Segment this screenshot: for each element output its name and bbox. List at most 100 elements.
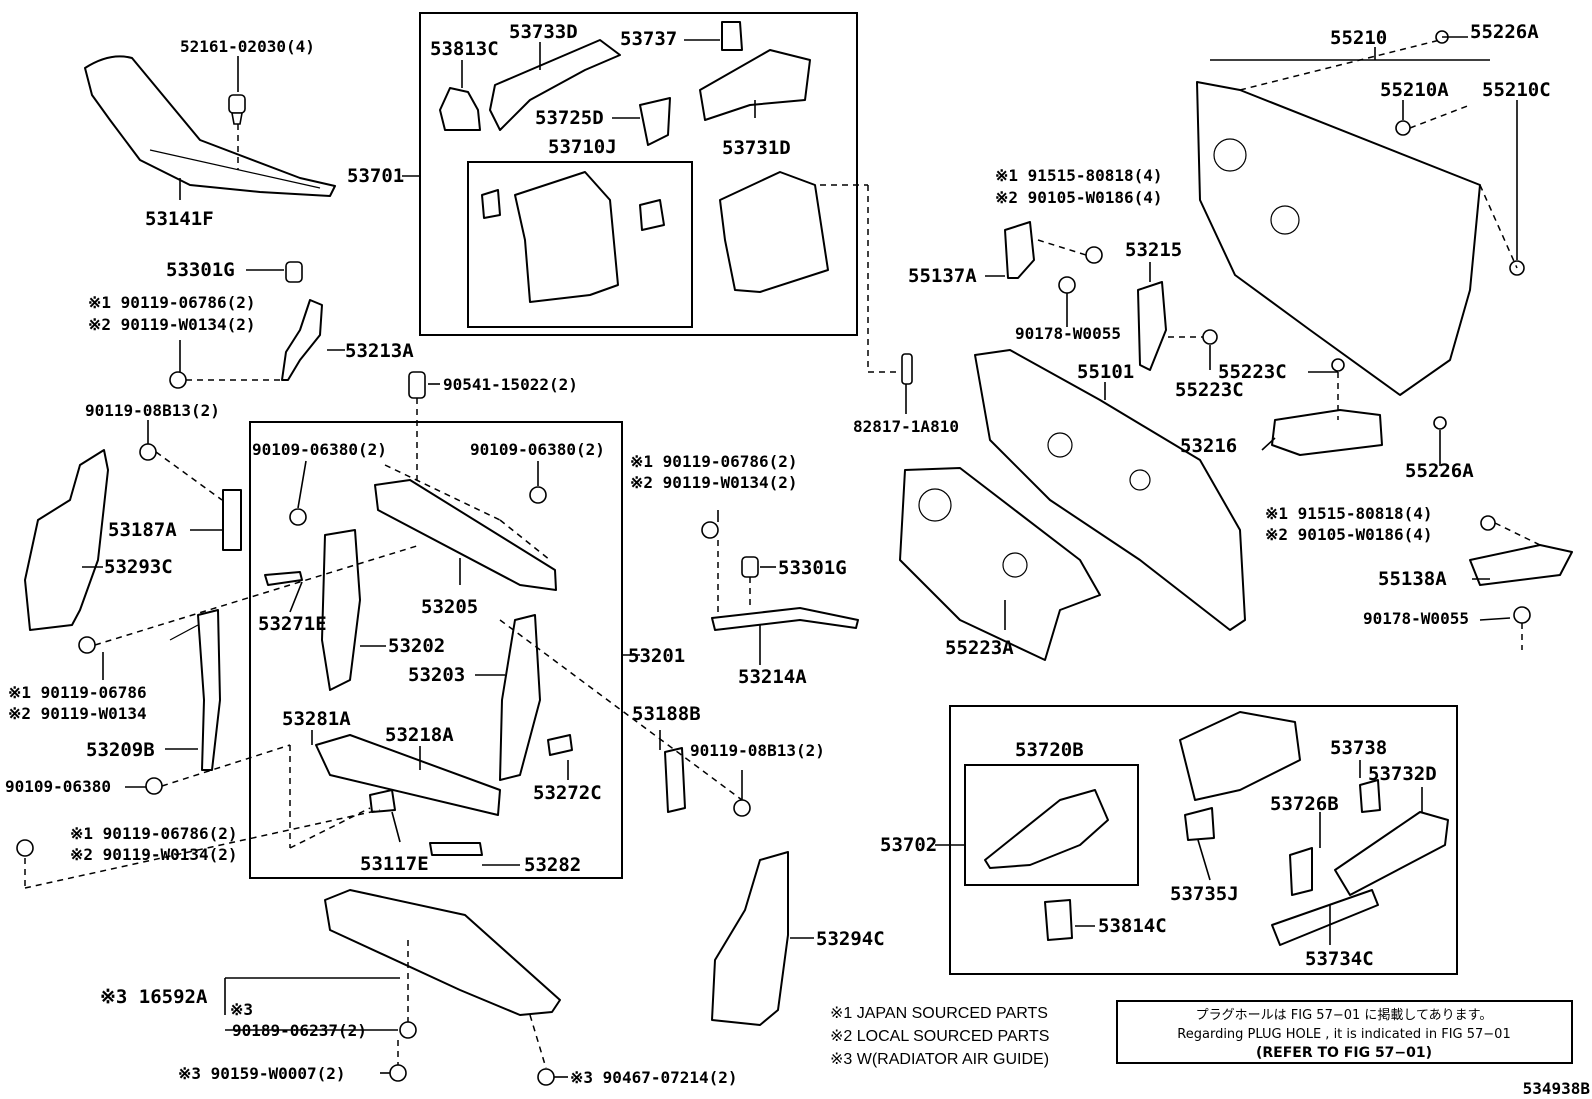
- label-53733D: 53733D: [509, 21, 578, 43]
- label-53720B: 53720B: [1015, 739, 1084, 761]
- label-53737: 53737: [620, 28, 677, 50]
- label-90189-mark: ※3: [230, 1000, 253, 1019]
- label-53203: 53203: [408, 664, 465, 686]
- label-53294C: 53294C: [816, 928, 885, 950]
- subgroup-box-53710J: [467, 161, 693, 328]
- pillar-53209B-illustration: [169, 609, 221, 771]
- label-53141F: 53141F: [145, 208, 214, 230]
- label-90119-06786-a: ※1 90119-06786(2): [88, 293, 256, 312]
- label-53187A: 53187A: [108, 519, 177, 541]
- label-55223C-b: 55223C: [1175, 379, 1244, 401]
- label-53271E: 53271E: [258, 613, 327, 635]
- plug-hole-note: プラグホールは FIG 57−01 に掲載してあります。 Regarding P…: [1177, 1007, 1510, 1061]
- label-53701: 53701: [347, 165, 404, 187]
- label-90119-08B13-a: 90119-08B13(2): [85, 401, 220, 420]
- legend-japan-sourced: ※1 JAPAN SOURCED PARTS: [830, 1005, 1048, 1022]
- bracket-55137A-illustration: [1004, 221, 1103, 294]
- label-90119-W0134-a: ※2 90119-W0134(2): [88, 315, 256, 334]
- label-53726B: 53726B: [1270, 793, 1339, 815]
- subgroup-box-53720B: [964, 764, 1139, 886]
- label-90109-06380-a: 90109-06380(2): [252, 440, 387, 459]
- clip-52161-illustration: [228, 94, 246, 125]
- label-90189-06237: 90189-06237(2): [232, 1021, 367, 1040]
- label-90119-W0134-d: ※2 90119-W0134(2): [630, 473, 798, 492]
- label-90159-W0007: ※3 90159-W0007(2): [178, 1064, 346, 1083]
- part-labels-bottom: ※3 16592A ※3 90189-06237(2) ※3 90159-W00…: [100, 986, 738, 1087]
- label-53117E: 53117E: [360, 853, 429, 875]
- label-53282: 53282: [524, 854, 581, 876]
- label-53710J: 53710J: [548, 136, 617, 158]
- plug-82817-illustration: [901, 353, 913, 385]
- air-guide-16592A-illustration: [324, 889, 561, 1086]
- label-90105-W0186-b: ※2 90105-W0186(4): [1265, 525, 1433, 544]
- group-box-53201: [249, 421, 623, 879]
- label-90119-06786-d: ※1 90119-06786(2): [630, 452, 798, 471]
- label-53725D: 53725D: [535, 107, 604, 129]
- label-53732D: 53732D: [1368, 763, 1437, 785]
- apron-parts-53701-illustration: [439, 21, 829, 303]
- label-90119-08B13-b: 90119-08B13(2): [690, 741, 825, 760]
- label-53209B: 53209B: [86, 739, 155, 761]
- part-labels-center: ※1 90119-06786(2) ※2 90119-W0134(2) 5330…: [630, 452, 885, 950]
- part-labels-53701-group: 53701 53813C 53733D 53737 53725D 53710J …: [347, 21, 791, 187]
- part-labels-53702-group: 53702 53720B 53738 53732D 53726B 53735J …: [880, 737, 1437, 970]
- label-90178-W0055-b: 90178-W0055: [1363, 609, 1469, 628]
- label-16592A: ※3 16592A: [100, 986, 208, 1008]
- guide-53293C-illustration: [24, 449, 242, 631]
- label-91515-80818-a: ※1 91515-80818(4): [995, 166, 1163, 185]
- label-55210: 55210: [1330, 27, 1387, 49]
- panel-53215-illustration: [1137, 281, 1218, 371]
- label-82817-1A810: 82817-1A810: [853, 417, 959, 436]
- label-55226A-a: 55226A: [1470, 21, 1539, 43]
- label-90119-06786-b: ※1 90119-06786: [8, 683, 147, 702]
- label-53214A: 53214A: [738, 666, 807, 688]
- silencer-55223A-illustration: [899, 467, 1101, 661]
- label-52161-02030: 52161-02030(4): [180, 37, 315, 56]
- part-labels-right: 82817-1A810 ※1 91515-80818(4) ※2 90105-W…: [853, 21, 1551, 659]
- brace-53214A-illustration: [711, 607, 859, 631]
- label-90119-06786-c: ※1 90119-06786(2): [70, 824, 238, 843]
- note-reference: (REFER TO FIG 57−01): [1256, 1045, 1432, 1061]
- dash-panel-55101-illustration: [974, 349, 1246, 631]
- cushion-53301G-illustration: [285, 261, 303, 283]
- label-53735J: 53735J: [1170, 883, 1239, 905]
- label-53738: 53738: [1330, 737, 1387, 759]
- label-53205: 53205: [421, 596, 478, 618]
- label-53301G-b: 53301G: [778, 557, 847, 579]
- radiator-support-53201-illustration: [264, 371, 573, 856]
- label-90119-W0134-b: ※2 90119-W0134: [8, 704, 147, 723]
- label-53215: 53215: [1125, 239, 1182, 261]
- label-55210C: 55210C: [1482, 79, 1551, 101]
- label-53731D: 53731D: [722, 137, 791, 159]
- note-box: [1116, 1000, 1573, 1064]
- label-55223C-a: 55223C: [1218, 361, 1287, 383]
- label-55210A: 55210A: [1380, 79, 1449, 101]
- group-box-53701: [419, 12, 858, 336]
- bracket-53213A-illustration: [281, 299, 323, 381]
- label-55138A: 55138A: [1378, 568, 1447, 590]
- label-91515-80818-b: ※1 91515-80818(4): [1265, 504, 1433, 523]
- dashed-lines: [24, 39, 1541, 1069]
- label-53702: 53702: [880, 834, 937, 856]
- legend-local-sourced: ※2 LOCAL SOURCED PARTS: [830, 1028, 1049, 1045]
- label-53216: 53216: [1180, 435, 1237, 457]
- label-53301G-a: 53301G: [166, 259, 235, 281]
- label-55101: 55101: [1077, 361, 1134, 383]
- label-53218A: 53218A: [385, 724, 454, 746]
- label-90105-W0186-a: ※2 90105-W0186(4): [995, 188, 1163, 207]
- label-90119-W0134-c: ※2 90119-W0134(2): [70, 845, 238, 864]
- label-53188B: 53188B: [632, 703, 701, 725]
- part-labels-upper-left: 53141F 52161-02030(4) 53301G ※1 90119-06…: [5, 37, 414, 864]
- label-53281A: 53281A: [282, 708, 351, 730]
- legend: ※1 JAPAN SOURCED PARTS ※2 LOCAL SOURCED …: [830, 1005, 1049, 1068]
- label-53201: 53201: [628, 645, 685, 667]
- label-90467-07214: ※3 90467-07214(2): [570, 1068, 738, 1087]
- part-labels-53201-group: 90541-15022(2) 90109-06380(2) 90109-0638…: [252, 375, 685, 876]
- label-55223A: 55223A: [945, 637, 1014, 659]
- fasteners-center-right: [664, 521, 759, 817]
- group-box-53702: [949, 705, 1458, 975]
- label-90109-06380: 90109-06380: [5, 777, 111, 796]
- label-53272C: 53272C: [533, 782, 602, 804]
- label-53814C: 53814C: [1098, 915, 1167, 937]
